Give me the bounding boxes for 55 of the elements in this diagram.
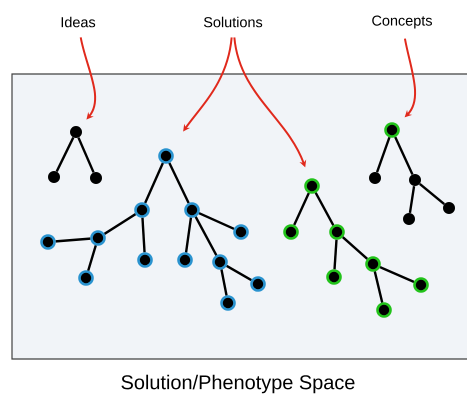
tree-dot bbox=[369, 172, 381, 184]
tree-line bbox=[419, 183, 445, 205]
tree-dot bbox=[177, 252, 193, 268]
tree-dot bbox=[384, 122, 400, 138]
tree-line bbox=[184, 218, 192, 252]
tree-dot bbox=[250, 276, 266, 292]
tree-line bbox=[168, 162, 190, 204]
tree-dot bbox=[212, 254, 228, 270]
tree-dot bbox=[48, 171, 60, 183]
tree-dot bbox=[233, 224, 249, 240]
tree-line bbox=[293, 192, 310, 226]
arrow bbox=[404, 38, 416, 118]
tree-dot bbox=[137, 252, 153, 268]
tree-dot bbox=[403, 213, 415, 225]
tree-dot bbox=[78, 270, 94, 286]
tree-line bbox=[394, 136, 414, 175]
panel-title: Solution/Phenotype Space bbox=[121, 374, 354, 394]
word-label: Solutions bbox=[204, 16, 262, 28]
tree-dot bbox=[283, 224, 299, 240]
tree-dot bbox=[329, 224, 345, 240]
tree-line bbox=[408, 186, 416, 214]
tree-dot bbox=[413, 277, 429, 293]
tree-line bbox=[333, 240, 338, 270]
tree-dot bbox=[90, 230, 106, 246]
tree-dot bbox=[184, 202, 200, 218]
tree-dot bbox=[220, 295, 236, 311]
tree-dot bbox=[326, 269, 342, 285]
tree-line bbox=[198, 212, 234, 230]
tree-line bbox=[374, 271, 384, 303]
tree-dot bbox=[443, 202, 455, 214]
tree-dot bbox=[134, 202, 150, 218]
tree-line bbox=[104, 213, 136, 235]
tree-line bbox=[342, 236, 368, 260]
tree-line bbox=[87, 245, 97, 271]
tree-line bbox=[77, 137, 95, 173]
tree-dot bbox=[90, 172, 102, 184]
word-label: Concepts bbox=[372, 15, 432, 29]
tree-line bbox=[220, 269, 228, 296]
tree-line bbox=[376, 136, 391, 173]
tree-dot bbox=[365, 256, 381, 272]
tree-dot bbox=[158, 148, 174, 164]
tree-line bbox=[380, 266, 414, 283]
tree-dot bbox=[40, 234, 56, 250]
tree-line bbox=[56, 137, 74, 172]
tree-dot bbox=[70, 126, 82, 138]
tree-line bbox=[144, 162, 164, 204]
tree-dot bbox=[409, 174, 421, 186]
tree-line bbox=[226, 264, 252, 282]
word-label: Ideas bbox=[62, 16, 96, 28]
tree-line bbox=[194, 216, 218, 256]
tree-dot bbox=[304, 178, 320, 194]
tree-dot bbox=[376, 302, 392, 318]
tree-line bbox=[314, 192, 334, 226]
tree-line bbox=[56, 237, 90, 243]
tree-line bbox=[141, 218, 146, 252]
